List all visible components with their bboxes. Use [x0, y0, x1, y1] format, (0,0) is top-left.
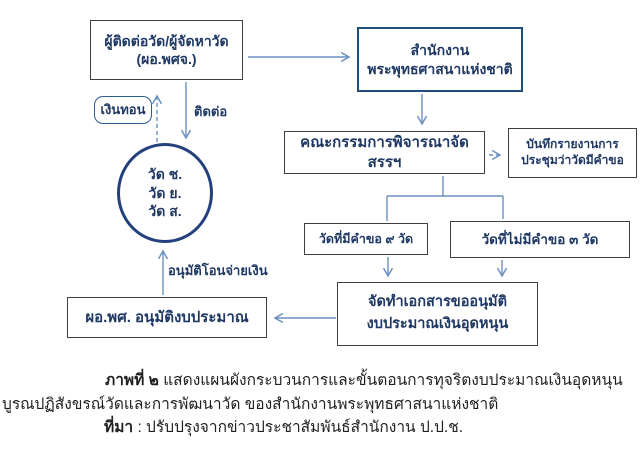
edge-label-approve-transfer: อนุมัติโอนจ่ายเงิน — [168, 263, 268, 278]
node-committee: คณะกรรมการพิจารณาจัดสรรฯ — [284, 131, 485, 174]
node-national-office-line2: พระพุทธศาสนาแห่งชาติ — [367, 60, 513, 77]
node-prepare-documents-line1: จัดทำเอกสารขออนุมัติ — [367, 294, 508, 311]
node-contact-person-line1: ผู้ติดต่อวัด/ผู้จัดหาวัด — [104, 32, 229, 49]
node-prepare-documents: จัดทำเอกสารขออนุมัติ งบประมาณเงินอุดหนุน — [337, 282, 538, 346]
caption-figure-label: ภาพที่ ๒ — [105, 372, 159, 389]
connector-committee-split — [386, 176, 504, 221]
caption-source-label: ที่มา — [104, 419, 134, 436]
node-temples-line3: วัด ส. — [148, 203, 182, 220]
node-meeting-record: บันทึกรายงานการ ประชุมว่าวัดมีคำขอ — [508, 128, 637, 178]
node-national-office-line1: สำนักงาน — [410, 42, 470, 59]
caption-figure-line1: ภาพที่ ๒ แสดงแผนผังกระบวนการและขั้นตอนกา… — [105, 367, 623, 392]
caption-source-line: ที่มา : ปรับปรุงจากข่าวประชาสัมพันธ์สำนั… — [104, 414, 463, 439]
node-committee-label: คณะกรรมการพิจารณาจัดสรรฯ — [300, 134, 469, 171]
node-temples-with-request: วัดที่มีคำขอ ๙ วัด — [304, 223, 428, 255]
caption-figure-text-line2: บูรณปฏิสังขรณ์วัดและการพัฒนาวัด ของสำนัก… — [2, 396, 499, 413]
node-national-office: สำนักงาน พระพุทธศาสนาแห่งชาติ — [357, 27, 523, 92]
caption-figure-line2: บูรณปฏิสังขรณ์วัดและการพัฒนาวัด ของสำนัก… — [2, 391, 498, 416]
node-director-approval: ผอ.พศ. อนุมัติงบประมาณ — [67, 297, 267, 338]
node-temples-circle: วัด ช. วัด ย. วัด ส. — [117, 143, 213, 243]
node-temples-without-request: วัดที่ไม่มีคำขอ ๓ วัด — [450, 221, 630, 258]
caption-figure-text: แสดงแผนผังกระบวนการและขั้นตอนการทุจริตงบ… — [158, 372, 623, 389]
node-meeting-record-line1: บันทึกรายงานการ — [526, 137, 619, 152]
node-contact-person: ผู้ติดต่อวัด/ผู้จัดหาวัด (ผอ.พศจ.) — [90, 20, 243, 80]
node-meeting-record-line2: ประชุมว่าวัดมีคำขอ — [521, 153, 624, 167]
node-director-approval-label: ผอ.พศ. อนุมัติงบประมาณ — [85, 308, 249, 326]
node-temples-without-request-label: วัดที่ไม่มีคำขอ ๓ วัด — [481, 231, 599, 247]
node-temples-with-request-label: วัดที่มีคำขอ ๙ วัด — [318, 231, 414, 246]
node-prepare-documents-line2: งบประมาณเงินอุดหนุน — [366, 316, 509, 332]
node-refund: เงินทอน — [94, 96, 152, 124]
node-temples-line2: วัด ย. — [148, 184, 182, 201]
edge-label-contact: ติดต่อ — [194, 104, 228, 119]
node-contact-person-line2: (ผอ.พศจ.) — [136, 51, 197, 67]
node-temples-line1: วัด ช. — [147, 165, 183, 182]
node-refund-label: เงินทอน — [100, 101, 146, 117]
caption-source-text: : ปรับปรุงจากข่าวประชาสัมพันธ์สำนักงาน ป… — [133, 419, 464, 436]
